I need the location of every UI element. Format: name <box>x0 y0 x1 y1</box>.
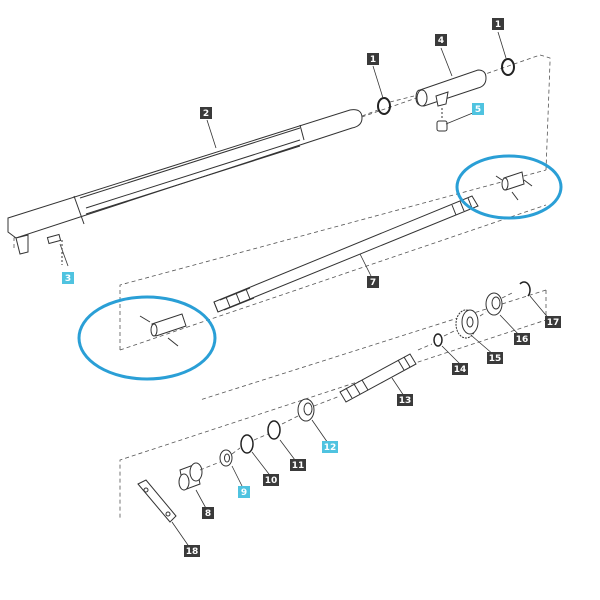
part-5-bolt <box>436 108 448 132</box>
part-11-circlip <box>267 420 281 440</box>
part-18-bracket <box>137 479 177 523</box>
guide-line <box>361 109 379 117</box>
svg-text:15: 15 <box>489 354 502 364</box>
part-10-ring <box>240 434 254 454</box>
callout-4: 4 <box>435 34 447 46</box>
callout-14: 14 <box>452 363 468 375</box>
guide-line-bottom <box>313 395 341 407</box>
callout-3: 3 <box>62 272 74 284</box>
svg-text:12: 12 <box>324 443 337 453</box>
callout-8: 8 <box>202 507 214 519</box>
svg-text:4: 4 <box>438 36 444 46</box>
callout-18: 18 <box>184 545 200 557</box>
callout-12: 12 <box>322 441 338 453</box>
callout-1-right: 1 <box>492 18 504 30</box>
pin-detail-upper <box>495 171 533 201</box>
svg-text:5: 5 <box>475 105 481 115</box>
callout-11: 11 <box>290 459 306 471</box>
svg-text:2: 2 <box>203 109 209 119</box>
callout-7: 7 <box>367 276 379 288</box>
part-2-outer-tube <box>7 109 363 255</box>
svg-text:7: 7 <box>370 278 376 288</box>
part-13-output-shaft <box>339 353 417 403</box>
part-17-circlip <box>519 281 531 297</box>
callout-2: 2 <box>200 107 212 119</box>
svg-text:17: 17 <box>547 318 560 328</box>
part-15-gear <box>455 309 479 339</box>
svg-text:3: 3 <box>65 274 71 284</box>
callout-5: 5 <box>472 103 484 115</box>
svg-text:14: 14 <box>454 365 467 375</box>
svg-text:11: 11 <box>292 461 305 471</box>
part-14-washer <box>433 333 443 347</box>
part-16-bearing <box>485 292 503 316</box>
part-1-o-ring-left <box>377 97 391 115</box>
svg-text:18: 18 <box>186 547 199 557</box>
part-1-o-ring-right <box>501 58 515 76</box>
part-12-bearing <box>297 398 315 422</box>
svg-text:9: 9 <box>241 488 247 498</box>
part-9-bushing <box>219 449 233 467</box>
guide-line-bottom <box>199 291 515 471</box>
svg-text:1: 1 <box>495 20 501 30</box>
part-8-coupling <box>178 462 203 491</box>
svg-text:16: 16 <box>516 335 529 345</box>
callout-10: 10 <box>263 474 279 486</box>
guide-line <box>389 95 415 103</box>
svg-text:13: 13 <box>399 396 412 406</box>
svg-text:8: 8 <box>205 509 211 519</box>
pin-detail-lower <box>139 313 187 347</box>
part-4-sleeve <box>415 69 487 107</box>
callout-17: 17 <box>545 316 561 328</box>
part-7-drive-shaft <box>213 195 479 313</box>
callout-13: 13 <box>397 394 413 406</box>
callout-15: 15 <box>487 352 503 364</box>
part-3-screw <box>46 233 63 265</box>
svg-text:10: 10 <box>265 476 278 486</box>
callout-9: 9 <box>238 486 250 498</box>
highlight-circle-upper <box>455 154 563 220</box>
svg-text:1: 1 <box>370 55 376 65</box>
callout-16: 16 <box>514 333 530 345</box>
callout-1-left: 1 <box>367 53 379 65</box>
highlight-circle-lower <box>77 295 217 381</box>
assembly-guide-lines <box>13 54 551 520</box>
